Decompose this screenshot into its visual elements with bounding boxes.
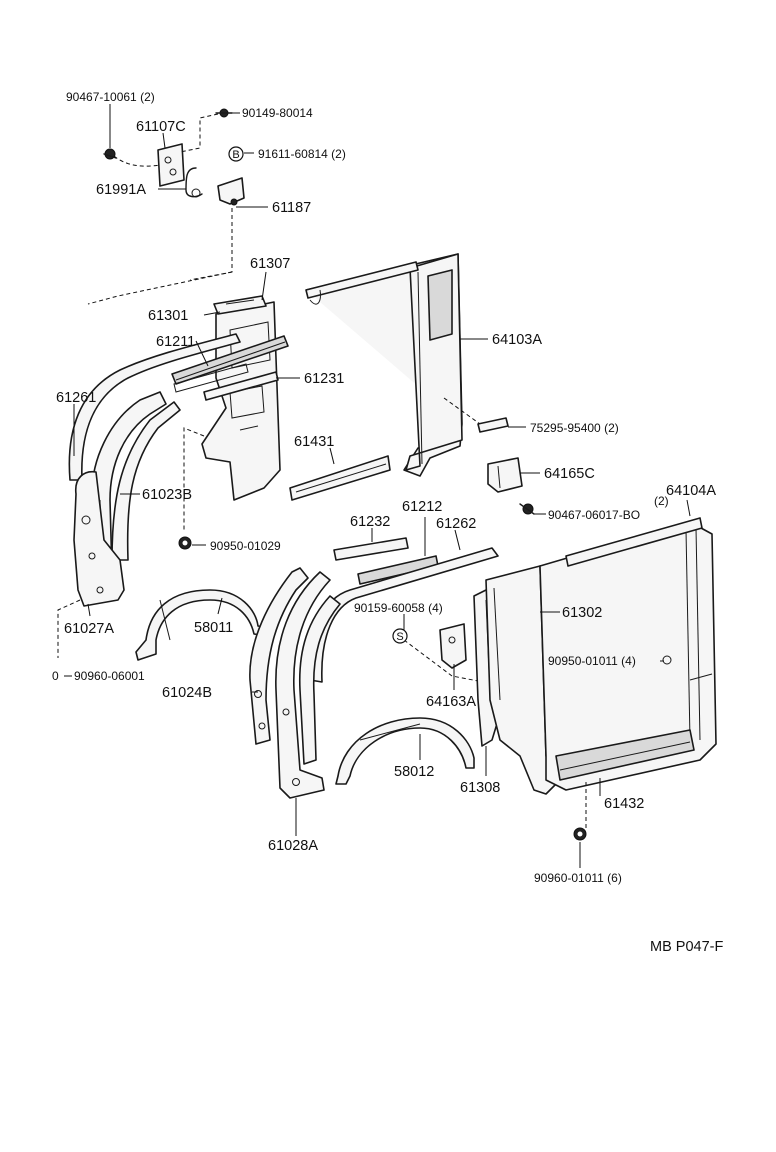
label-61028A: 61028A: [268, 838, 318, 854]
label-90467-06017-qty: (2): [654, 494, 669, 508]
part-61023B-pillar: [91, 391, 181, 585]
part-61232-rail: [333, 537, 409, 561]
part-61211-rail: [171, 335, 289, 385]
part-90950-01029-clip: [178, 536, 192, 550]
label-90467-10061: 90467-10061 (2): [66, 90, 155, 104]
part-90960-01011-clip: [573, 827, 587, 841]
label-61024B: 61024B: [162, 685, 212, 701]
part-61432-sill: [555, 729, 695, 781]
part-61307-pillar-panel: [201, 301, 281, 501]
label-61027A: 61027A: [64, 621, 114, 637]
part-90950-01011-clip: [662, 655, 672, 665]
dashline-61187-left: [189, 271, 233, 281]
reference-code: MB P047-F: [650, 939, 723, 955]
label-61107C: 61107C: [136, 119, 186, 135]
part-61431-sill: [289, 455, 391, 501]
part-61991A-hook: [185, 167, 203, 198]
dashline-screw-bracket: [179, 113, 219, 153]
label-61231: 61231: [304, 371, 344, 387]
label-64165C: 64165C: [544, 466, 595, 482]
label-61308: 61308: [460, 780, 500, 796]
label-64103A: 64103A: [492, 332, 542, 348]
label-90149-80014: 90149-80014: [242, 106, 313, 120]
part-labels: 90467-10061 (2) 61107C 90149-80014 91611…: [56, 90, 723, 955]
part-61028A-lower-pillar: [275, 571, 341, 799]
dashline-75295: [443, 397, 481, 425]
label-61232: 61232: [350, 514, 390, 530]
label-91611-60814: 91611-60814 (2): [258, 147, 346, 161]
dashline-clip-bracket: [113, 155, 161, 167]
marker-s: S: [392, 628, 408, 644]
svg-text:S: S: [396, 631, 403, 643]
part-90467-06017-clip: [519, 503, 535, 515]
label-64104A: 64104A: [666, 483, 716, 499]
part-61107C-bracket: [157, 143, 185, 187]
part-61261-arch: [68, 333, 241, 481]
label-61431: 61431: [294, 434, 334, 450]
dashline-61187-down: [87, 208, 233, 305]
label-61307: 61307: [250, 256, 290, 272]
svg-text:B: B: [232, 149, 239, 161]
label-58012: 58012: [394, 764, 434, 780]
part-64163A-bracket: [439, 623, 467, 669]
label-61023B: 61023B: [142, 487, 192, 503]
label-75295-95400: 75295-95400 (2): [530, 421, 619, 435]
label-90950-01029: 90950-01029: [210, 539, 281, 553]
label-61991A: 61991A: [96, 182, 146, 198]
part-61187-bracket: [217, 177, 245, 206]
label-90960-01011-6: 90960-01011 (6): [534, 871, 622, 885]
label-61432: 61432: [604, 796, 644, 812]
part-58011-wheel-arch: [135, 589, 269, 661]
part-75295-95400-moulding: [477, 417, 509, 433]
dashline-90159: [403, 639, 495, 685]
label-61211: 61211: [156, 334, 195, 350]
label-58011: 58011: [194, 620, 233, 636]
part-61301-bracket: [213, 295, 267, 315]
label-61261: 61261: [56, 390, 96, 406]
marker-b: B: [228, 146, 244, 162]
dashline-61027A-base: [57, 599, 81, 658]
part-64103A-side-panel: [305, 253, 463, 477]
leader-lines: [64, 104, 691, 868]
label-64163A: 64163A: [426, 694, 476, 710]
part-58012-wheel-arch: [335, 717, 475, 785]
label-61187: 61187: [272, 200, 311, 216]
part-61024B-pillar: [249, 567, 309, 745]
part-90467-10061-clip: [103, 148, 117, 160]
label-61301: 61301: [148, 308, 188, 324]
part-61231-rail: [173, 363, 279, 401]
part-61027A-lower-pillar: [73, 470, 125, 607]
marker-zero: 0: [52, 669, 59, 683]
part-64104A-outer-panel: [539, 517, 717, 791]
label-90159-60058: 90159-60058 (4): [354, 601, 443, 615]
part-64165C-bracket: [487, 457, 523, 493]
label-90960-06001: 90960-06001: [74, 669, 145, 683]
label-61212: 61212: [402, 499, 442, 515]
label-61302: 61302: [562, 605, 602, 621]
label-90467-06017: 90467-06017-BO: [548, 508, 640, 522]
dashline-61307-to-clip: [183, 427, 205, 532]
label-90950-01011-4: 90950-01011 (4): [548, 654, 636, 668]
label-61262: 61262: [436, 516, 476, 532]
